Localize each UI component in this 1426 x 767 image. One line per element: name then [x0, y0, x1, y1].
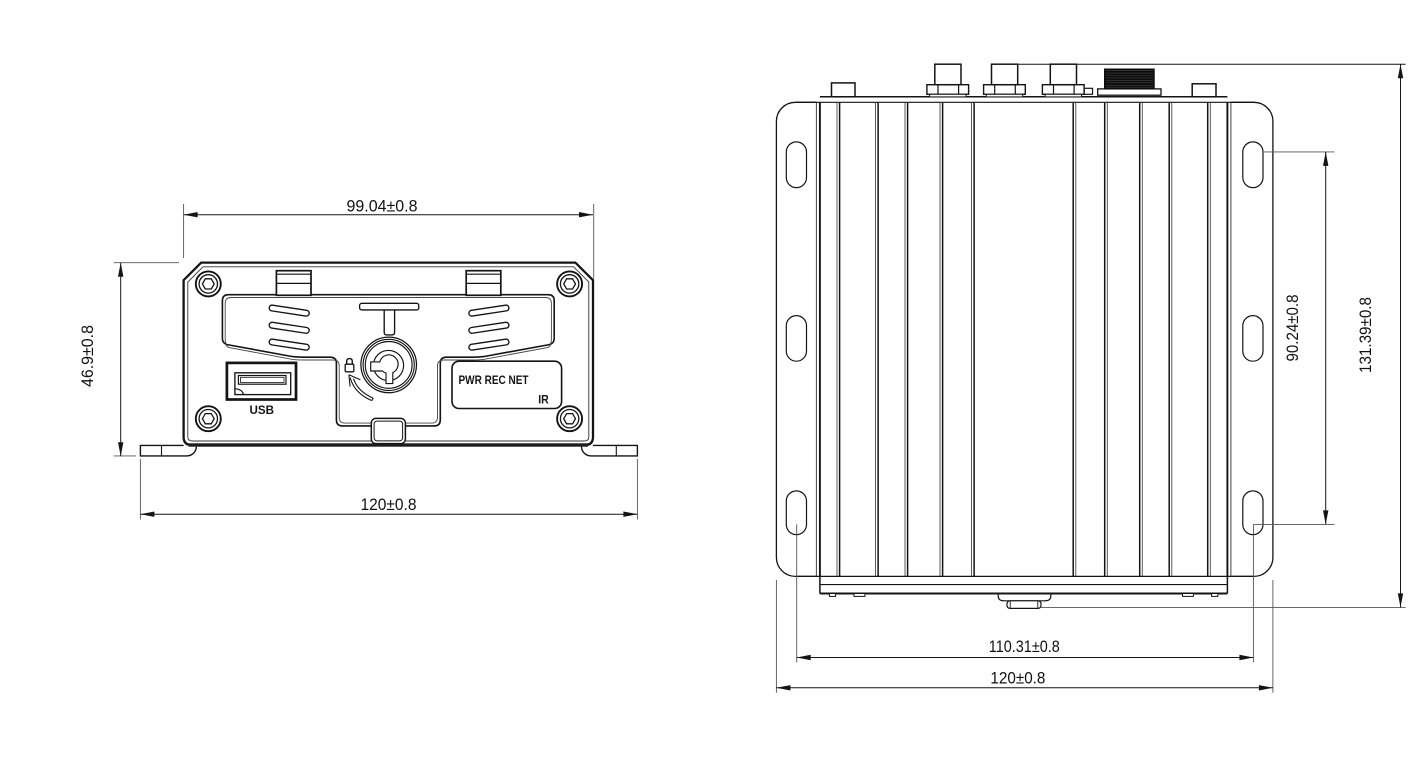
svg-text:110.31±0.8: 110.31±0.8: [989, 637, 1060, 656]
svg-text:90.24±0.8: 90.24±0.8: [1283, 295, 1302, 362]
svg-text:120±0.8: 120±0.8: [990, 668, 1045, 687]
svg-text:USB: USB: [250, 405, 275, 417]
svg-text:PWR REC NET: PWR REC NET: [459, 374, 529, 387]
svg-text:99.04±0.8: 99.04±0.8: [347, 197, 418, 216]
svg-text:131.39±0.8: 131.39±0.8: [1356, 297, 1375, 373]
svg-text:IR: IR: [538, 394, 549, 407]
svg-text:46.9±0.8: 46.9±0.8: [78, 325, 97, 387]
svg-text:120±0.8: 120±0.8: [361, 495, 417, 514]
